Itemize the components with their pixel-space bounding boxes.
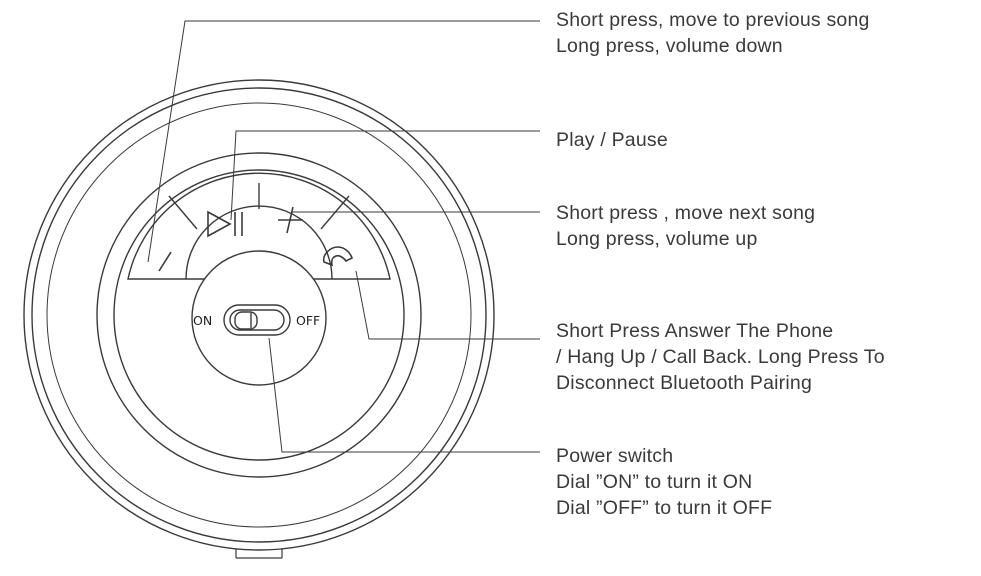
callout-phone: Short Press Answer The Phone / Hang Up /… <box>556 318 885 396</box>
leader-previous-song <box>147 20 540 263</box>
callout-play-pause: Play / Pause <box>556 127 668 153</box>
divider-1 <box>168 195 198 230</box>
callout-next-song-line-2: Long press, volume up <box>556 228 758 250</box>
callout-power-line-3: Dial ”OFF” to turn it OFF <box>556 497 773 519</box>
callout-play-pause-line-1: Play / Pause <box>556 129 668 151</box>
center-dial <box>191 250 327 386</box>
button-arc-outer <box>127 172 391 280</box>
switch-on-label: ON <box>193 313 212 328</box>
callout-phone-line-1: Short Press Answer The Phone <box>556 320 834 342</box>
bottom-notch <box>235 549 283 559</box>
phone-icon <box>322 246 353 267</box>
bevel-ring <box>46 102 472 528</box>
callout-previous-song-line-1: Short press, move to previous song <box>556 9 870 31</box>
leader-play-pause <box>230 130 540 221</box>
leader-lines <box>147 20 540 453</box>
minus-icon <box>158 251 172 272</box>
platform-ring <box>96 152 422 478</box>
callout-phone-line-2: / Hang Up / Call Back. Long Press To <box>556 346 885 368</box>
callout-next-song-line-1: Short press , move next song <box>556 202 816 224</box>
leader-phone <box>355 270 540 340</box>
play-pause-icon <box>207 210 243 238</box>
switch-knob <box>234 311 258 330</box>
outer-ring <box>23 79 495 551</box>
leader-power <box>268 337 540 453</box>
platform-ring-inner <box>113 169 405 461</box>
switch-off-label: OFF <box>296 313 320 328</box>
callout-previous-song: Short press, move to previous song Long … <box>556 7 870 59</box>
switch-track <box>223 304 291 336</box>
callout-next-song: Short press , move next song Long press,… <box>556 200 815 252</box>
plus-icon <box>278 206 303 234</box>
button-arc-inner <box>185 205 333 280</box>
callout-previous-song-line-2: Long press, volume down <box>556 35 783 57</box>
outer-ring-inner <box>31 87 487 543</box>
switch-track-inner <box>229 309 285 331</box>
callout-power: Power switch Dial ”ON” to turn it ON Dia… <box>556 443 772 521</box>
callout-power-line-1: Power switch <box>556 445 674 467</box>
callout-phone-line-3: Disconnect Bluetooth Pairing <box>556 372 812 394</box>
callout-power-line-2: Dial ”ON” to turn it ON <box>556 471 753 493</box>
